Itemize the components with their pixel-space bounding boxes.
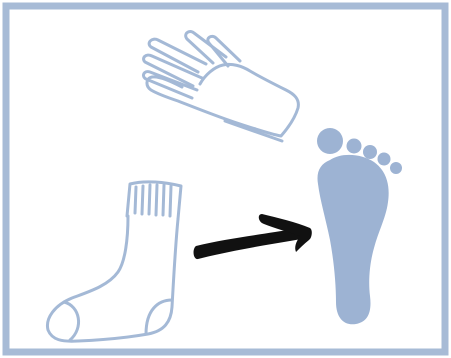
foot-toe-big	[317, 128, 343, 154]
foot-icon	[317, 128, 402, 324]
foot-toe-5	[390, 162, 402, 174]
foot-toe-3	[363, 145, 377, 159]
foot-toe-4	[378, 153, 391, 166]
sock-icon	[47, 182, 181, 341]
foot-sole	[318, 155, 389, 324]
foot-toe-2	[347, 139, 362, 154]
glove-icon	[143, 32, 298, 141]
arrow-icon	[194, 214, 312, 259]
